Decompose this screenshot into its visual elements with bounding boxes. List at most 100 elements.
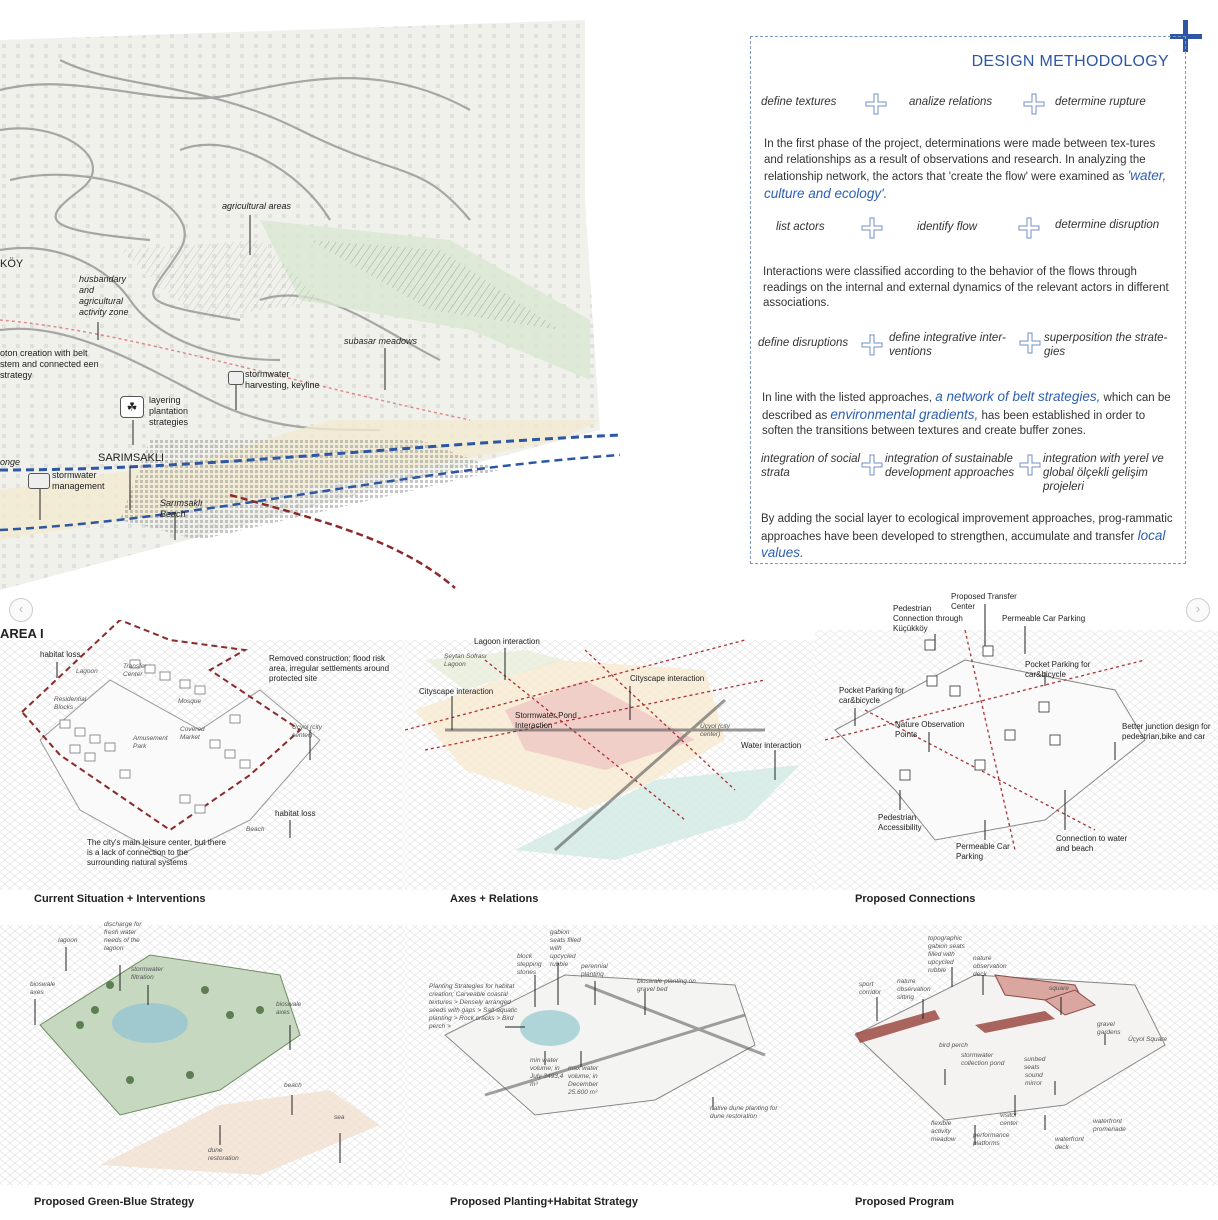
plus-icon	[1019, 332, 1041, 354]
previous-slide-button[interactable]: ‹	[9, 598, 33, 622]
caption-proposed-program: Proposed Program	[855, 1196, 955, 1208]
plus-icon	[1018, 217, 1040, 239]
caption-axes-relations: Axes + Relations	[450, 893, 539, 905]
label-water-interaction: Water interaction	[741, 741, 802, 750]
panel-planting-habitat: gabion seats filled with upcycled rubble…	[405, 915, 815, 1220]
label-stormwater-management: stormwater management	[52, 470, 105, 491]
label-min-water: min water volume; in July 3493,4 m³	[530, 1057, 564, 1088]
plus-icon	[865, 93, 887, 115]
highlight-water-culture-ecology: 'water, culture and ecology'.	[764, 168, 1167, 201]
panel-green-blue-strategy: lagoon discharge for fresh water needs o…	[0, 915, 405, 1220]
step-define-disruptions: define disruptions	[758, 337, 849, 349]
label-sea: sea	[334, 1114, 345, 1121]
label-stormwater-collection: stormwater collection pond	[961, 1052, 1005, 1067]
panel-axes-relations: Lagoon interaction Şeytan Sofrası Lagoon…	[404, 620, 815, 910]
label-perennial-planting: perennial planting	[581, 963, 608, 978]
caption-planting-habitat: Proposed Planting+Habitat Strategy	[450, 1196, 638, 1208]
label-leisure-center: The city's main leisure center, but ther…	[87, 838, 226, 867]
label-dune-restoration: dune restoration	[208, 1147, 239, 1162]
label-koy: KÖY	[0, 258, 24, 270]
label-mosque: Mosque	[178, 698, 202, 705]
proposed-program-drawing	[815, 925, 1218, 1185]
label-performance-platforms: performance platforms	[973, 1132, 1010, 1147]
label-habitat-loss-2: habitat loss	[275, 809, 316, 818]
step-integration-sustainable: integration of sustainable development a…	[885, 453, 1015, 479]
label-belt-strategy: oton creation with belt stem and connect…	[0, 348, 99, 380]
design-methodology-panel: DESIGN METHODOLOGY define textures anali…	[750, 36, 1186, 564]
area-title: AREA I	[0, 626, 44, 641]
label-waterfront-promenade: waterfront promenade	[1093, 1118, 1126, 1133]
label-nature-observation: Nature Observation Points	[895, 720, 965, 739]
label-subasar-meadows: subasar meadows	[344, 336, 418, 346]
label-sport-corridor: sport corridor	[859, 981, 882, 996]
planting-habitat-drawing	[405, 925, 815, 1185]
panel-proposed-connections: Proposed Transfer Center Pedestrian Conn…	[815, 590, 1218, 910]
label-permeable-car-parking-2: Permeable Car Parking	[956, 842, 1010, 861]
label-lagoon-gb: lagoon	[58, 937, 78, 944]
label-topographic-gabion: topographic gabion seats filled with upc…	[928, 935, 965, 974]
label-sound-mirror: sound mirror	[1025, 1072, 1043, 1087]
caption-current-situation: Current Situation + Interventions	[34, 893, 206, 905]
current-situation-drawing	[0, 618, 405, 890]
site-axonometric-map: ıı	[0, 0, 621, 590]
label-transfer-center: Transfer Center	[123, 663, 147, 678]
label-gabion-seats: gabion seats filled with upcycled rubble	[550, 929, 581, 968]
label-better-junction: Better junction design for pedestrian,bi…	[1122, 722, 1211, 741]
label-flexible-meadow: flexible activity meadow	[931, 1120, 956, 1143]
label-husbandary: husbandary and agricultural activity zon…	[79, 274, 129, 317]
label-discharge: discharge for fresh water needs of the l…	[104, 921, 142, 952]
label-ucyol-2: Üçyol (city center)	[700, 723, 730, 738]
label-agricultural-areas: agricultural areas	[222, 201, 292, 211]
label-connection-water: Connection to water and beach	[1056, 834, 1128, 853]
step-analize-relations: analize relations	[909, 96, 993, 108]
label-nature-observation-deck: nature observation deck	[973, 955, 1007, 978]
paragraph-2: Interactions were classified according t…	[763, 266, 1169, 309]
label-pedestrian-connection: Pedestrian Connection through Küçükköy	[893, 604, 963, 633]
map-drawing: ıı	[0, 20, 621, 590]
label-sunbed-seats: sunbed seats	[1024, 1056, 1046, 1071]
label-ucyol: Üçyol (city center)	[292, 724, 322, 739]
label-visitor-center: visitor center	[1000, 1112, 1019, 1127]
step-integration-social-strata: integration of social strata	[761, 453, 861, 479]
label-gravel-gardens: gravel gardens	[1097, 1021, 1121, 1036]
paragraph-4-text: By adding the social layer to ecological…	[761, 513, 1173, 543]
stormwater-management-icon	[28, 473, 50, 489]
highlight-local-values: local values.	[761, 527, 1166, 561]
label-pocket-parking-1: Pocket Parking for car&bicycle	[1025, 660, 1091, 679]
label-bioswale-axes-1: bioswale axes	[30, 981, 56, 996]
axes-relations-drawing	[404, 639, 815, 890]
paragraph-1: In the first phase of the project, deter…	[764, 137, 1174, 203]
next-slide-button[interactable]: ›	[1186, 598, 1210, 622]
label-cityscape-interaction-2: Cityscape interaction	[630, 674, 705, 683]
label-stormwater-pond: Stormwater Pond Interaction	[515, 711, 577, 730]
step-define-textures: define textures	[761, 96, 837, 108]
label-onge: onge	[0, 457, 21, 467]
label-native-dune: native dune planting for dune restoratio…	[710, 1105, 778, 1120]
label-nature-observation-sitting: nature observation sitting	[897, 978, 931, 1001]
highlight-environmental-gradients: environmental gradients,	[830, 406, 979, 422]
label-pedestrian-accessibility: Pedestrian Accessibility	[878, 813, 922, 832]
green-blue-drawing	[0, 925, 405, 1185]
label-sarimsakli-beach: Sarımsaklı Beach	[160, 498, 203, 519]
step-determine-rupture: determine rupture	[1055, 96, 1146, 108]
label-planting-strategies: Planting Strategies for habitat creation…	[429, 983, 518, 1030]
label-layering-plantation: layering plantation strategies	[149, 395, 189, 427]
label-amusement-park: Amusement Park	[133, 735, 168, 750]
label-sarimsakli: SARIMSAKLI	[98, 452, 165, 464]
label-proposed-transfer-center: Proposed Transfer Center	[951, 592, 1017, 611]
step-identify-flow: identify flow	[917, 221, 978, 233]
paragraph-3-text-c: has been established in order to soften …	[762, 409, 1146, 438]
label-lagoon-interaction: Lagoon interaction	[474, 637, 540, 646]
step-list-actors: list actors	[776, 221, 825, 233]
label-stormwater-filtration: stormwater filtration	[131, 966, 164, 981]
methodology-title: DESIGN METHODOLOGY	[971, 53, 1169, 70]
label-cityscape-interaction-1: Cityscape interaction	[419, 687, 494, 696]
paragraph-1-text: In the first phase of the project, deter…	[764, 138, 1156, 183]
label-residential-blocks: Residential Blocks	[54, 696, 87, 711]
step-superposition-strategies: superposition the strate-gies	[1044, 332, 1168, 358]
label-bioswale-axes-2: bioswale axes	[276, 1001, 302, 1016]
label-waterfront-deck: waterfront deck	[1055, 1136, 1084, 1151]
label-habitat-loss-1: habitat loss	[40, 650, 81, 659]
panel-proposed-program: topographic gabion seats filled with upc…	[815, 915, 1218, 1220]
label-removed-construction: Removed construction; flood risk area, i…	[269, 654, 390, 683]
